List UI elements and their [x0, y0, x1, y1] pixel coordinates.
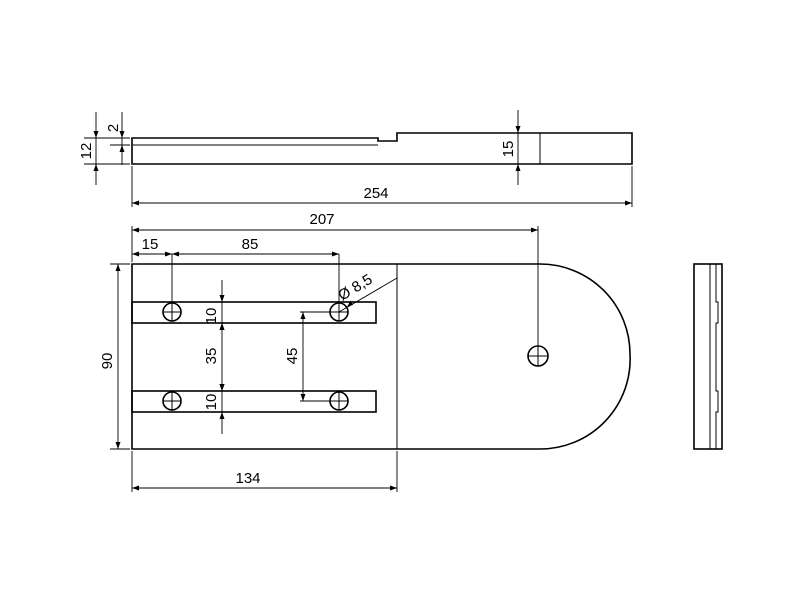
end-view-outline — [693, 263, 723, 450]
dim-35: 35 — [203, 323, 225, 391]
dim-12-label: 12 — [78, 143, 95, 160]
hole-round-end — [527, 226, 549, 367]
dim-15-label: 15 — [500, 141, 517, 158]
dim-2: 2 — [84, 112, 130, 165]
hole-upper-left — [162, 302, 182, 322]
dim-254-label: 254 — [363, 185, 388, 202]
side-view-outline — [131, 132, 633, 165]
dim-2-label: 2 — [105, 124, 122, 132]
dim-15: 15 — [500, 110, 521, 185]
dim-207: 207 — [131, 211, 538, 262]
dim-10-lower-label: 10 — [203, 394, 220, 411]
dim-207-label: 207 — [309, 211, 334, 228]
hole-lower-right — [329, 391, 349, 411]
dim-10-upper: 10 — [203, 295, 225, 330]
dim-90: 90 — [99, 263, 130, 450]
plate-outline — [131, 263, 631, 450]
dim-15-85: 15 85 — [132, 236, 339, 257]
upper-slot — [131, 301, 377, 324]
dim-10-lower: 10 — [203, 384, 225, 419]
dim-hole-diameter-label: Ø 8,5 — [335, 271, 375, 304]
dim-134-label: 134 — [235, 470, 260, 487]
hole-lower-left — [162, 391, 182, 411]
dim-10-upper-label: 10 — [203, 308, 220, 325]
dim-134: 134 — [131, 451, 398, 492]
dim-85-label: 85 — [242, 236, 259, 253]
dim-45: 45 — [284, 312, 306, 401]
dim-15-top-label: 15 — [142, 236, 159, 253]
dim-45-label: 45 — [284, 348, 301, 365]
dim-90-label: 90 — [99, 353, 116, 370]
dim-254: 254 — [131, 166, 633, 207]
dim-35-label: 35 — [203, 348, 220, 365]
side-view: 2 12 15 254 — [78, 110, 633, 207]
dim-12: 12 — [78, 112, 130, 185]
end-view — [693, 263, 723, 450]
plan-view: 207 15 85 Ø 8,5 90 — [99, 211, 631, 492]
lower-slot — [131, 390, 377, 413]
